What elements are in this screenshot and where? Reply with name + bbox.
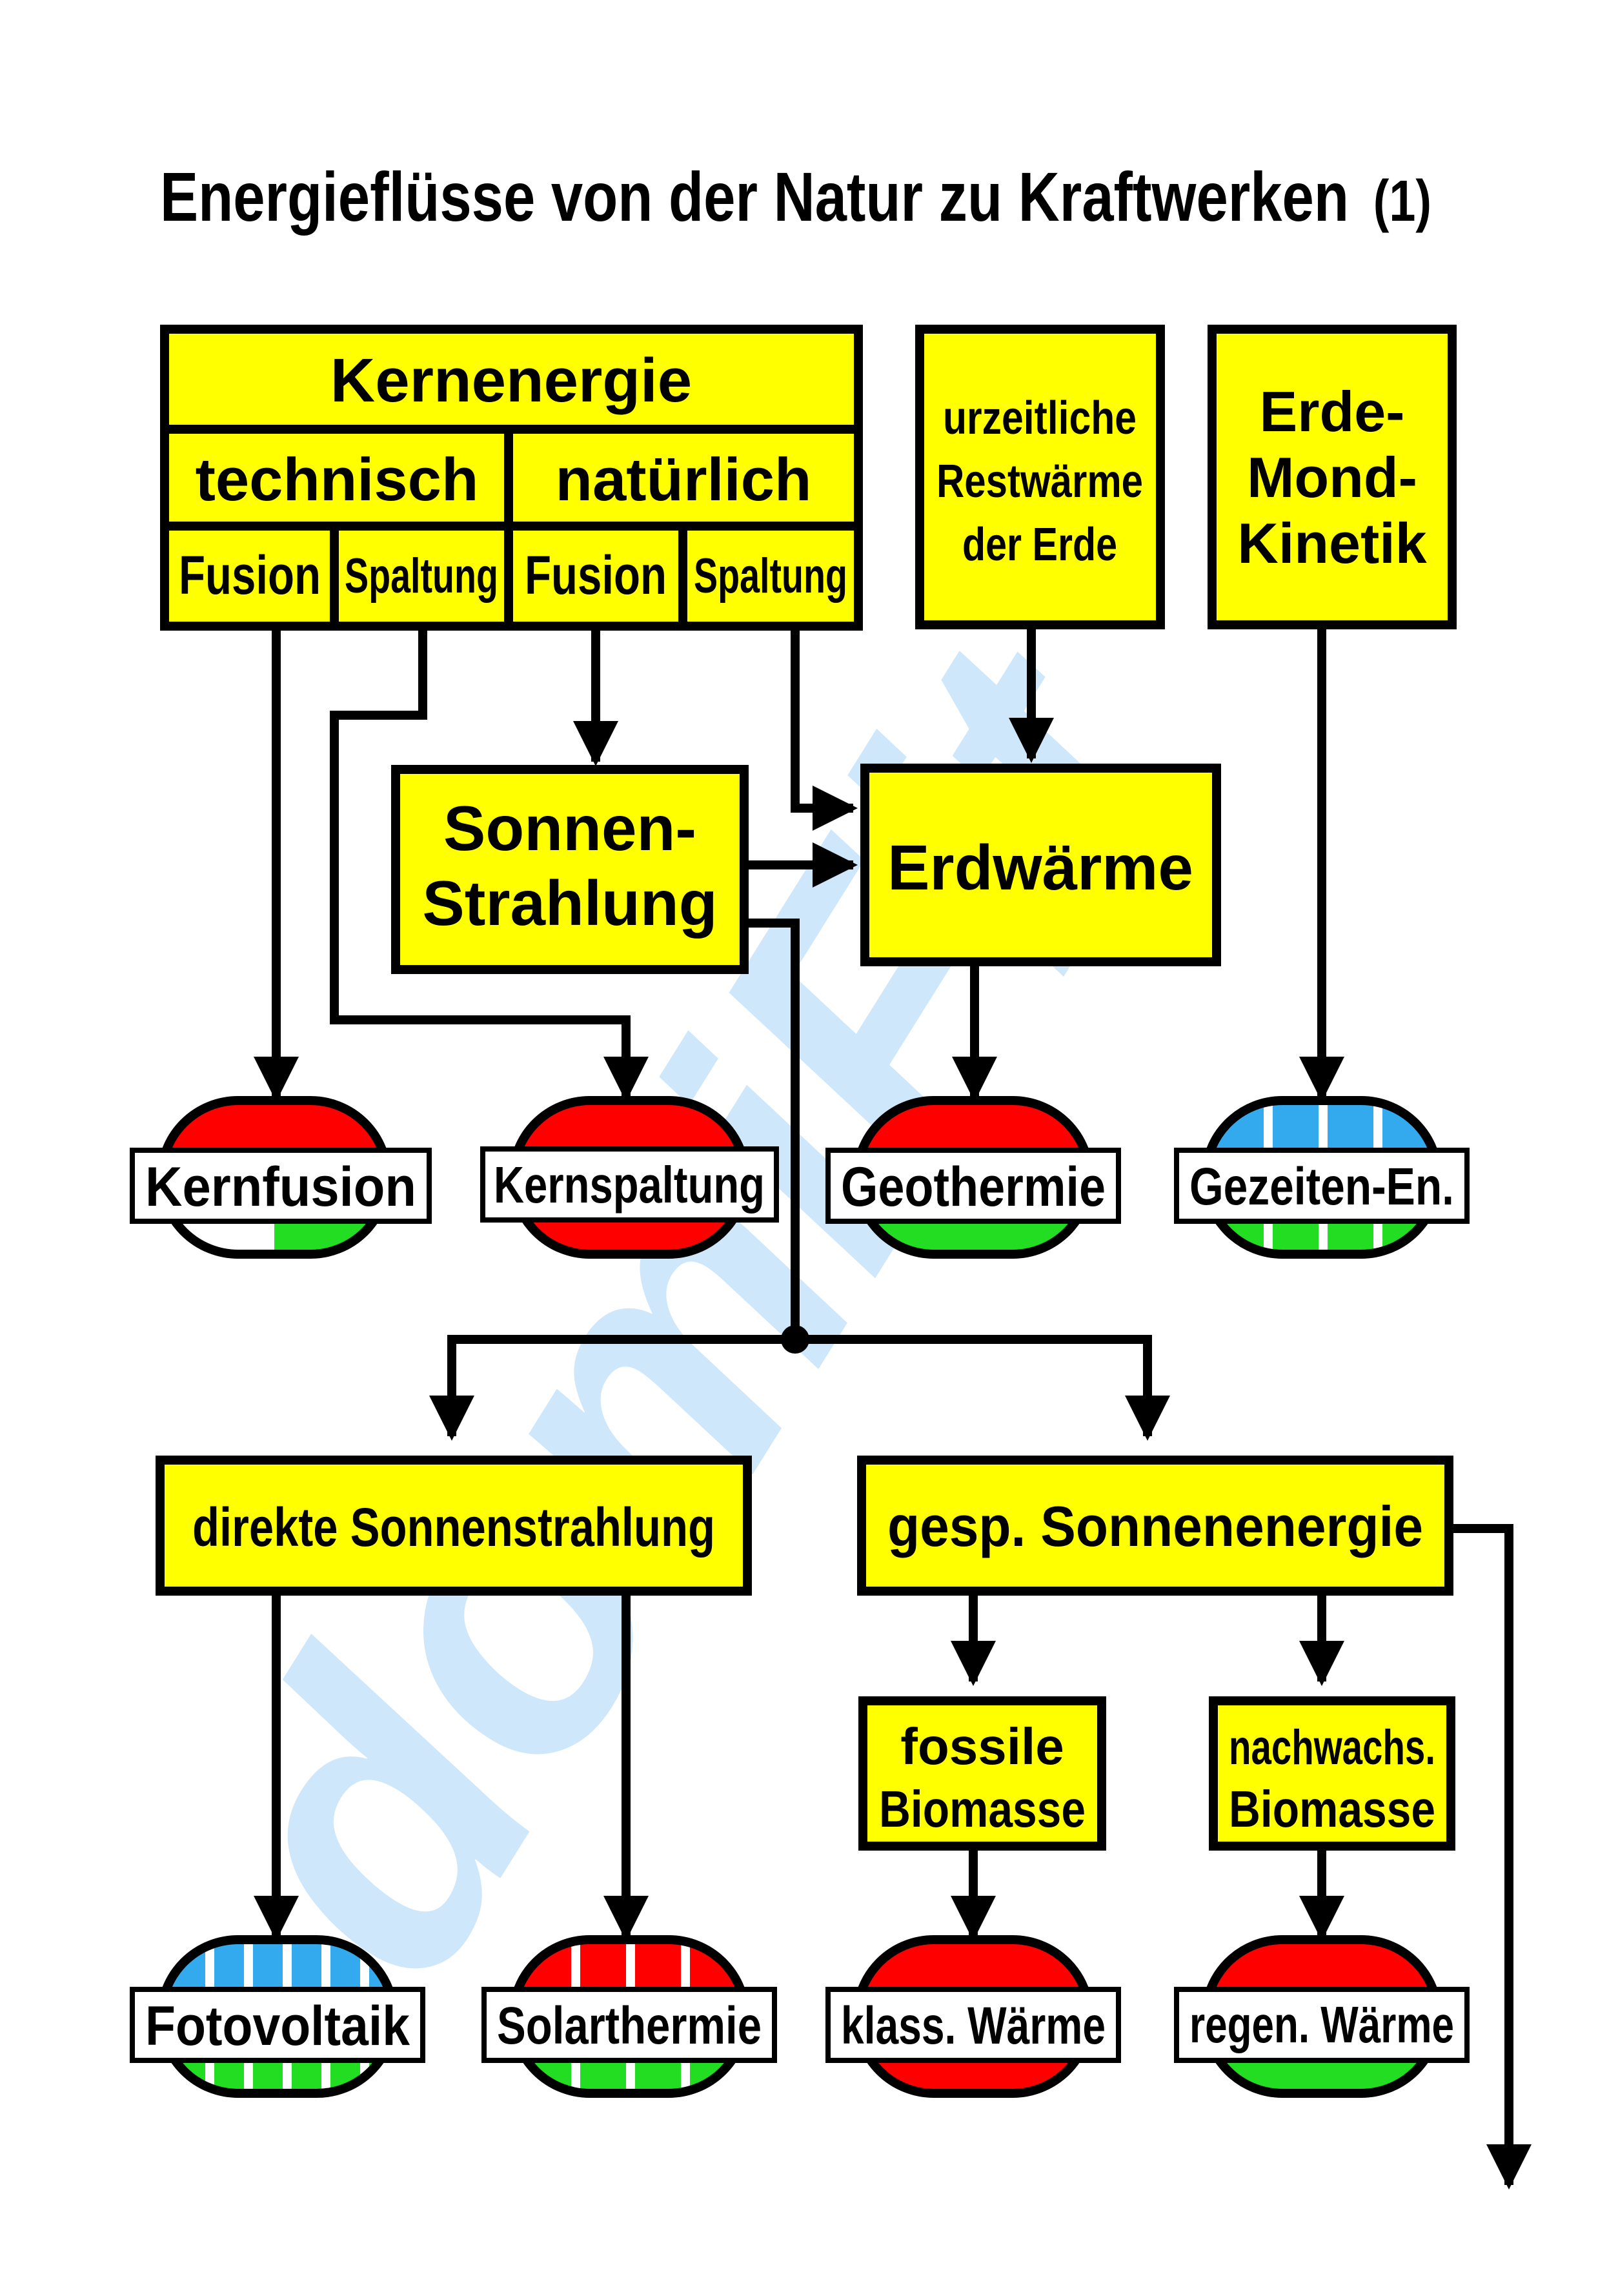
sonnenstrahlung-line-1: Sonnen-: [443, 793, 696, 864]
restwaerme-line-1: urzeitliche: [943, 392, 1137, 444]
direkte-label: direkte Sonnenstrahlung: [192, 1497, 715, 1558]
title-suffix: (1): [1373, 169, 1431, 234]
plant-solarthermie: Solarthermie: [481, 1935, 777, 2098]
gespeichert-label: gesp. Sonnenenergie: [887, 1494, 1423, 1558]
nachwachs-line-1: nachwachs.: [1229, 1720, 1435, 1775]
plant-label-solarthermie: Solarthermie: [497, 1996, 762, 2055]
kernenergie-spaltung-technisch: Spaltung: [345, 549, 498, 604]
arrow-branch-to-gespeichert: [795, 1335, 1170, 1441]
fossile-box: fossile Biomasse: [858, 1696, 1106, 1851]
nachwachs-box: nachwachs. Biomasse: [1209, 1696, 1455, 1851]
plant-kernspaltung: Kernspaltung: [480, 1096, 779, 1259]
sonne-trunk-line: [743, 919, 800, 1339]
gespeichert-box: gesp. Sonnenenergie: [857, 1456, 1453, 1596]
kernenergie-fusion-technisch: Fusion: [179, 545, 321, 605]
kernenergie-box: Kernenergie technisch natürlich Fusion S…: [160, 325, 863, 631]
restwaerme-line-3: der Erde: [962, 519, 1117, 571]
kinetik-line-1: Erde-: [1260, 380, 1405, 443]
title-main: Energieflüsse von der Natur zu Kraftwerk…: [160, 157, 1349, 236]
kernenergie-spaltung-natuerlich: Spaltung: [694, 549, 847, 604]
fossile-line-2: Biomasse: [879, 1780, 1086, 1838]
kernenergie-title: Kernenergie: [330, 346, 692, 415]
plant-label-klass: klass. Wärme: [841, 1996, 1106, 2055]
plant-regen: regen. Wärme: [1174, 1935, 1470, 2098]
plant-fotovoltaik: Fotovoltaik: [130, 1935, 425, 2098]
page-title: Energieflüsse von der Natur zu Kraftwerk…: [160, 157, 1431, 236]
restwaerme-line-2: Restwärme: [936, 456, 1143, 507]
plant-label-geothermie: Geothermie: [841, 1156, 1106, 1218]
plant-label-kernspaltung: Kernspaltung: [494, 1156, 765, 1214]
sonnenstrahlung-line-2: Strahlung: [422, 868, 717, 939]
arrow-spaltung-to-kernspaltung: [330, 626, 649, 1102]
direkte-box: direkte Sonnenstrahlung: [156, 1456, 752, 1596]
restwaerme-box: urzeitliche Restwärme der Erde: [915, 325, 1165, 629]
plant-label-gezeiten: Gezeiten-En.: [1189, 1157, 1454, 1216]
kernenergie-natuerlich: natürlich: [556, 445, 812, 513]
kinetik-box: Erde- Mond- Kinetik: [1208, 325, 1457, 629]
erdwaerme-label: Erdwärme: [887, 832, 1193, 903]
arrow-spaltung-to-erdwaerme: [791, 626, 858, 831]
plant-klass: klass. Wärme: [825, 1935, 1121, 2098]
sonnenstrahlung-box: Sonnen- Strahlung: [391, 765, 749, 974]
erdwaerme-box: Erdwärme: [860, 764, 1221, 966]
plant-label-regen: regen. Wärme: [1189, 1996, 1454, 2053]
plant-gezeiten: Gezeiten-En.: [1174, 1096, 1470, 1259]
kernenergie-fusion-natuerlich: Fusion: [525, 545, 667, 605]
plant-label-kernfusion: Kernfusion: [145, 1156, 416, 1218]
arrow-gesp-offpage: [1449, 1524, 1532, 2189]
kinetik-line-3: Kinetik: [1237, 511, 1427, 575]
fossile-line-1: fossile: [900, 1718, 1064, 1775]
arrow-branch-to-direkte: [429, 1335, 795, 1441]
connectors: [254, 625, 1532, 2189]
nachwachs-line-2: Biomasse: [1229, 1780, 1435, 1838]
plant-geothermie: Geothermie: [825, 1096, 1121, 1259]
plant-kernfusion: Kernfusion: [130, 1096, 432, 1259]
kernenergie-technisch: technisch: [196, 445, 479, 513]
plant-label-fotovoltaik: Fotovoltaik: [145, 1995, 410, 2057]
junction-dot: [781, 1325, 809, 1354]
kinetik-line-2: Mond-: [1247, 445, 1417, 509]
